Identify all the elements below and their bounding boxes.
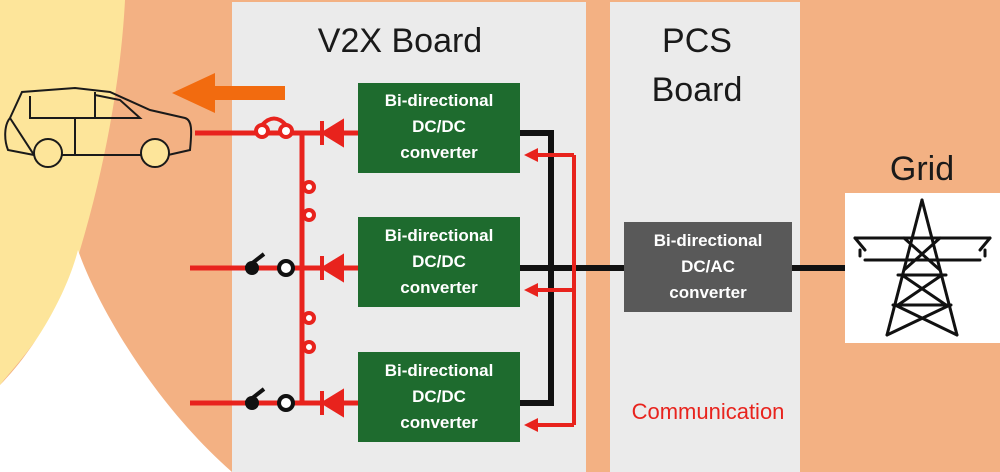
open-switch-3 [244,387,295,412]
dcdc-converter-3-line3: converter [400,413,478,432]
grid-label: Grid [890,150,954,188]
diode-2 [320,253,344,283]
pcs-board-title-line1: PCS [662,22,732,60]
dcdc-converter-2-line2: DC/DC [412,252,466,271]
dcac-converter-line1: Bi-directional [654,231,763,250]
power-flow-arrow-icon [172,73,285,113]
vehicle-glow-area [0,0,125,385]
dcdc-converter-1-line2: DC/DC [412,117,466,136]
closed-switch-1 [254,116,294,139]
bus-contacts [302,180,316,354]
communication-lines [536,153,576,427]
diode-3 [320,388,344,418]
v2x-board-title: V2X Board [318,22,482,60]
dcdc-converter-3: Bi-directional DC/DC converter [358,352,520,442]
diode-1 [320,118,344,148]
dc-bus [520,130,848,406]
car-icon [4,86,193,168]
dcdc-converter-3-line2: DC/DC [412,387,466,406]
communication-label: Communication [632,399,785,424]
dcdc-converter-2-line3: converter [400,278,478,297]
dcdc-converter-2: Bi-directional DC/DC converter [358,217,520,307]
dcdc-converter-1-line1: Bi-directional [385,91,494,110]
dcac-converter-line2: DC/AC [681,257,735,276]
dcac-converter: Bi-directional DC/AC converter [624,222,792,312]
communication-arrowheads [524,148,538,432]
transmission-tower-icon [845,193,1000,343]
white-curve-region [0,250,232,472]
open-switch-2 [244,252,295,277]
pcs-board-title-line2: Board [652,71,743,109]
dcdc-converter-1: Bi-directional DC/DC converter [358,83,520,173]
dcac-converter-line3: converter [669,283,747,302]
dcdc-converter-3-line1: Bi-directional [385,361,494,380]
dcdc-converter-1-line3: converter [400,143,478,162]
dcdc-converter-2-line1: Bi-directional [385,226,494,245]
